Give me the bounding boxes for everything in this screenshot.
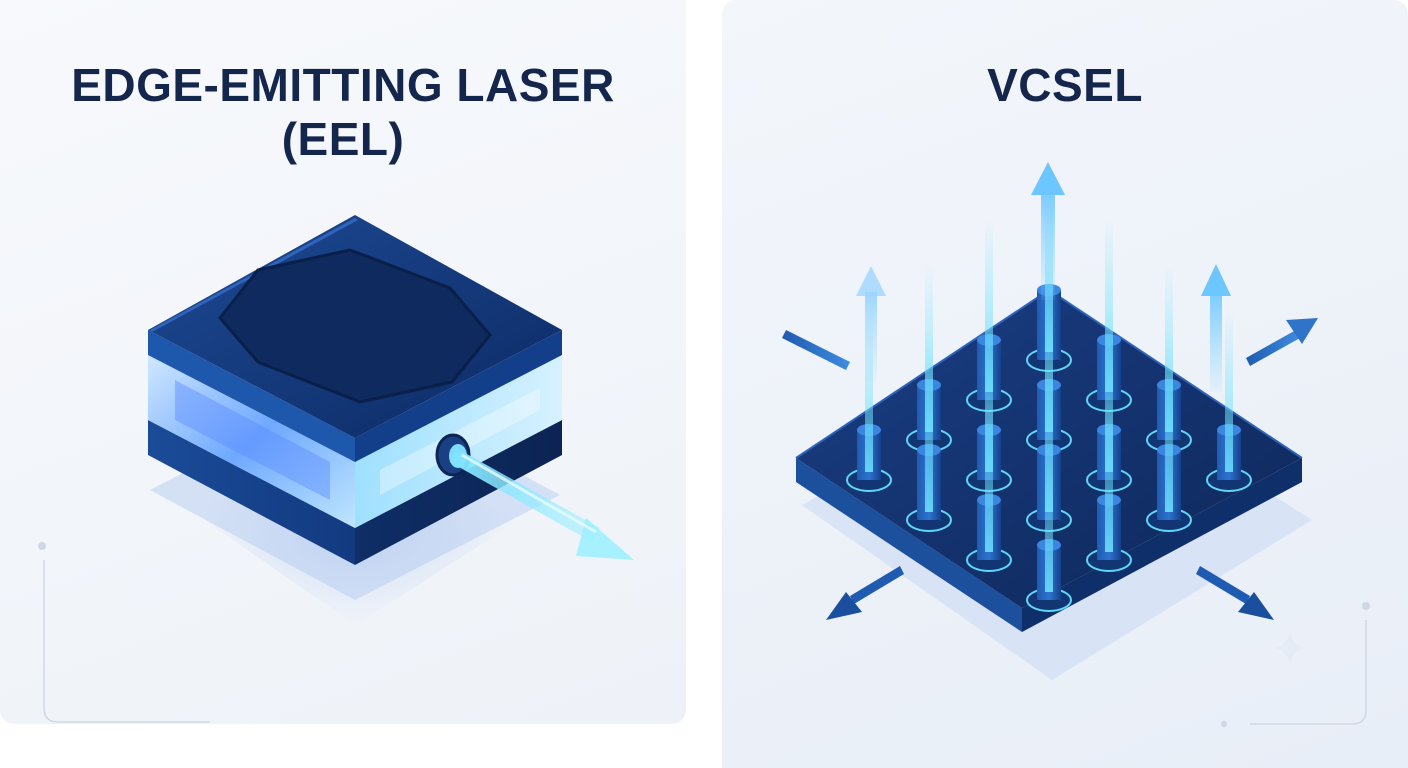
decorative-frame — [1250, 620, 1367, 725]
arrow-upper-right — [1246, 318, 1318, 366]
vcsel-emitter-array — [846, 170, 1252, 612]
decorative-dot — [1221, 721, 1227, 727]
vcsel-illustration — [782, 162, 1370, 727]
eel-title: EDGE-EMITTING LASER (EEL) — [0, 58, 686, 166]
arrow-lower-right — [1196, 566, 1274, 620]
decorative-dot — [1362, 602, 1370, 610]
sparkle-icon — [1274, 630, 1306, 666]
vcsel-emitter — [1206, 310, 1252, 492]
arrow-upper-left — [782, 330, 850, 370]
arrow-lower-left — [826, 566, 904, 620]
eel-panel: EDGE-EMITTING LASER (EEL) — [0, 0, 686, 724]
vcsel-emitter — [1026, 425, 1072, 612]
eel-bottom-layer — [148, 420, 562, 565]
eel-title-line1: EDGE-EMITTING LASER — [71, 59, 615, 111]
vcsel-emitter — [1146, 330, 1192, 532]
vcsel-beam-arrows — [856, 162, 1231, 392]
vcsel-emitter — [966, 380, 1012, 572]
eel-illustration — [38, 215, 634, 723]
vcsel-side-arrows — [782, 318, 1318, 620]
eel-beam-arrow — [450, 448, 634, 560]
vcsel-emitter — [906, 330, 952, 532]
eel-title-line2: (EEL) — [281, 113, 405, 165]
eel-top-recess — [218, 248, 492, 404]
vcsel-emitter — [1086, 380, 1132, 572]
vcsel-emitter — [846, 310, 892, 492]
decorative-frame — [43, 560, 210, 723]
vcsel-title: VCSEL — [987, 59, 1143, 111]
vcsel-panel: VCSEL — [722, 0, 1408, 768]
decorative-dot — [38, 542, 46, 550]
